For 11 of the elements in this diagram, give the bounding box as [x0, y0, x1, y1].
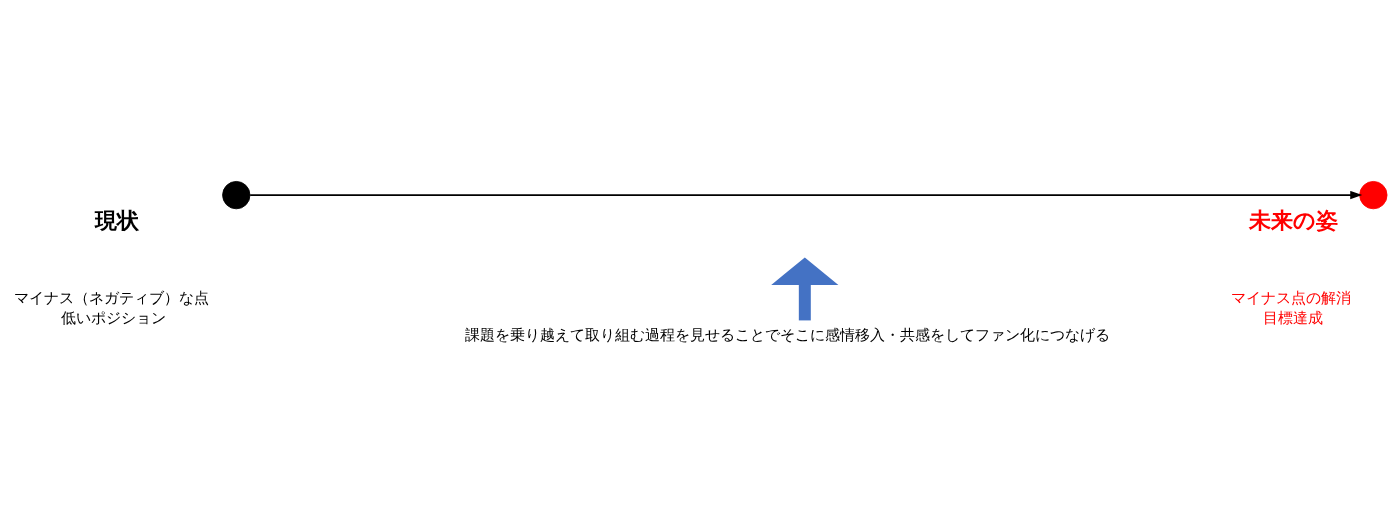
node-circle — [1359, 180, 1388, 209]
node-label: マイナス点の解消 — [1231, 288, 1352, 307]
arrow — [249, 190, 1363, 199]
node-label: 目標達成 — [1263, 308, 1324, 327]
node-label: 低いポジション — [61, 308, 167, 327]
node-label: マイナス（ネガティブ）な点 — [13, 288, 209, 307]
arrow — [771, 256, 839, 320]
node-circle — [222, 180, 251, 209]
node-label: 現状 — [94, 206, 139, 233]
node-label: 未来の姿 — [1249, 206, 1339, 233]
node-text: 課題を乗り越えて取り組む過程を見せることでそこに感情移入・共感をしてファン化につなげる — [464, 325, 1110, 344]
